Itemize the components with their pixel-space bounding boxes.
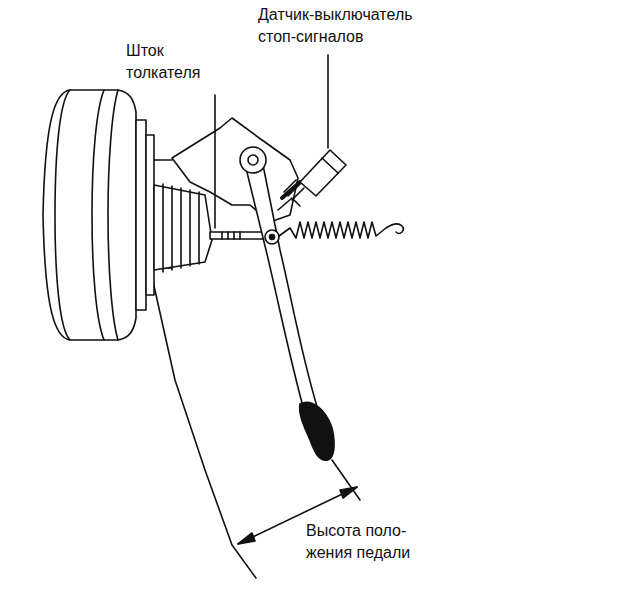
part-label: Высота поло- жения педали xyxy=(306,520,424,564)
part-label: Датчик-выключатель стоп-сигналов xyxy=(258,4,448,48)
part-label: Шток толкателя xyxy=(126,40,222,84)
